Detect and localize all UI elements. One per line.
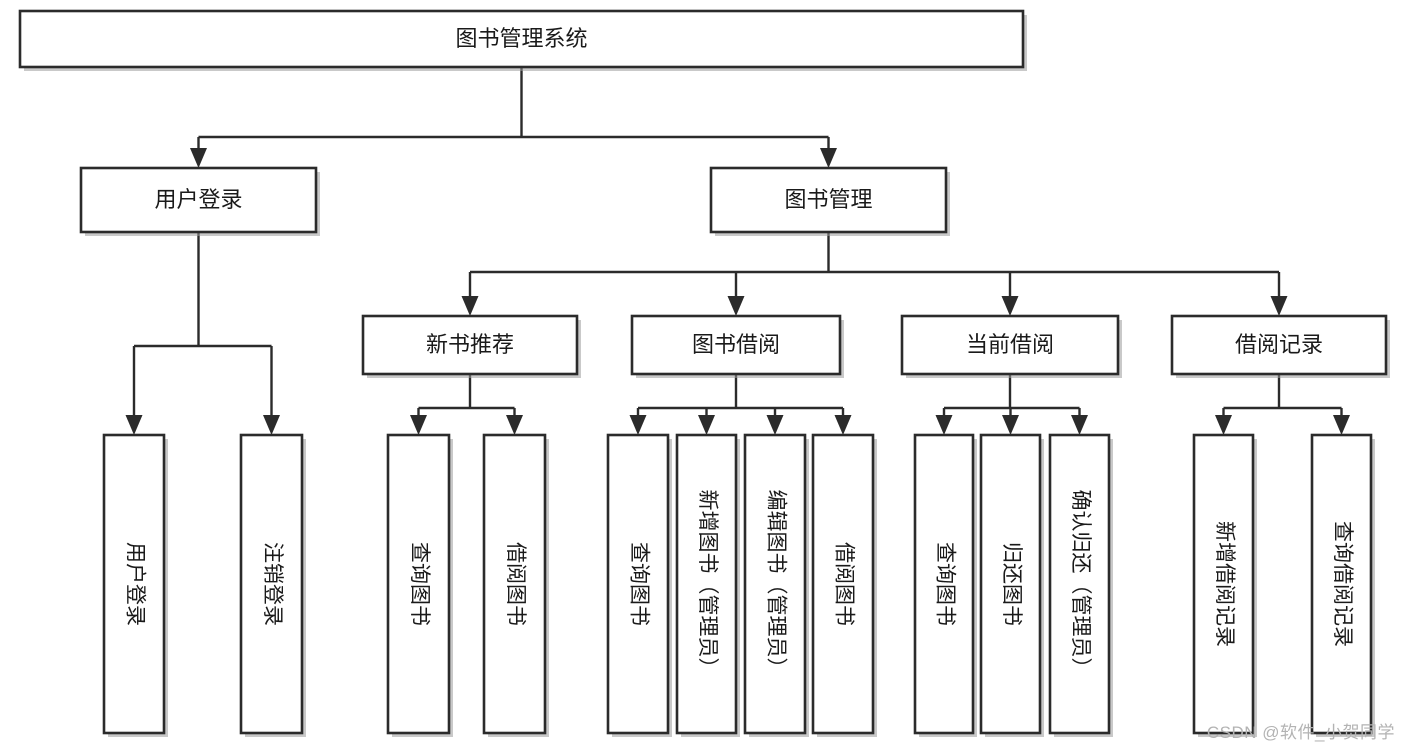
arrow-icon — [1215, 415, 1232, 435]
arrow-icon — [834, 415, 852, 435]
node-leaf-add-record-label: 新增借阅记录 — [1213, 521, 1236, 647]
box-outline — [361, 314, 579, 376]
node-book-manage-label: 图书管理 — [784, 187, 872, 212]
arrow-icon — [1270, 296, 1288, 316]
box-outline — [979, 433, 1042, 735]
arrow-icon — [506, 415, 523, 435]
arrow-icon — [263, 415, 280, 435]
connector-borrowrecord-to-leaves — [1215, 374, 1350, 435]
box-outline — [1192, 433, 1255, 735]
node-leaf-query-book-1[interactable]: 查询图书 — [386, 433, 453, 737]
connector-userlogin-to-leaves — [125, 232, 280, 435]
box-outline — [709, 166, 948, 234]
box-outline — [1310, 433, 1373, 735]
box-outline — [1170, 314, 1388, 376]
node-leaf-confirm-return[interactable]: 确认归还（管理员） — [1048, 433, 1113, 737]
box-outline — [79, 166, 318, 234]
node-borrow-record[interactable]: 借阅记录 — [1170, 314, 1390, 378]
box-outline — [18, 9, 1025, 69]
node-user-login[interactable]: 用户登录 — [79, 166, 320, 236]
box-outline — [675, 433, 738, 735]
node-user-login-label: 用户登录 — [154, 187, 242, 212]
arrow-icon — [820, 148, 837, 168]
node-leaf-add-book[interactable]: 新增图书（管理员） — [675, 433, 740, 737]
node-leaf-logout-label: 注销登录 — [261, 542, 284, 626]
box-outline — [606, 433, 670, 735]
node-leaf-add-record[interactable]: 新增借阅记录 — [1192, 433, 1257, 737]
arrow-icon — [1333, 415, 1350, 435]
node-leaf-edit-book-label: 编辑图书（管理员） — [764, 490, 787, 679]
box-outline — [811, 433, 875, 735]
box-outline — [482, 433, 547, 735]
node-book-manage[interactable]: 图书管理 — [709, 166, 950, 236]
box-outline — [900, 314, 1120, 376]
node-leaf-query-book-2-label: 查询图书 — [627, 542, 650, 626]
node-leaf-confirm-return-label: 确认归还（管理员） — [1069, 490, 1092, 679]
arrow-icon — [698, 415, 715, 435]
box-outline — [913, 433, 975, 735]
node-root-label: 图书管理系统 — [455, 26, 587, 51]
arrow-icon — [1071, 415, 1088, 435]
node-leaf-query-book-1-label: 查询图书 — [408, 542, 431, 626]
watermark-text: CSDN @软件_小贺同学 — [1206, 723, 1395, 742]
box-outline — [102, 433, 166, 735]
node-leaf-borrow-book-2-label: 借阅图书 — [832, 542, 855, 626]
connector-currentborrow-to-leaves — [935, 374, 1088, 435]
node-leaf-edit-book[interactable]: 编辑图书（管理员） — [743, 433, 809, 737]
node-leaf-query-book-3-label: 查询图书 — [933, 542, 956, 626]
node-leaf-return-book-label: 归还图书 — [1000, 542, 1023, 626]
arrow-icon — [766, 415, 784, 435]
node-leaf-query-book-3[interactable]: 查询图书 — [913, 433, 977, 737]
node-leaf-query-book-2[interactable]: 查询图书 — [606, 433, 672, 737]
node-leaf-borrow-book-1[interactable]: 借阅图书 — [482, 433, 549, 737]
connector-root-to-level2 — [190, 67, 837, 168]
arrow-icon — [1002, 415, 1019, 435]
connector-bookmanage-to-level3 — [461, 232, 1288, 316]
node-new-book-rec[interactable]: 新书推荐 — [361, 314, 581, 378]
node-leaf-user-login[interactable]: 用户登录 — [102, 433, 168, 737]
node-new-book-rec-label: 新书推荐 — [426, 332, 514, 357]
node-leaf-borrow-book-2[interactable]: 借阅图书 — [811, 433, 877, 737]
node-root[interactable]: 图书管理系统 — [18, 9, 1027, 71]
arrow-icon — [727, 296, 745, 316]
arrow-icon — [935, 415, 953, 435]
box-outline — [630, 314, 842, 376]
node-leaf-borrow-book-1-label: 借阅图书 — [504, 542, 527, 626]
connector-bookborrow-to-leaves — [629, 374, 852, 435]
connector-newbookrec-to-leaves — [410, 374, 523, 435]
node-leaf-query-record-label: 查询借阅记录 — [1331, 521, 1354, 647]
arrow-icon — [1001, 296, 1019, 316]
box-outline — [386, 433, 451, 735]
box-outline — [743, 433, 807, 735]
node-book-borrow-label: 图书借阅 — [692, 332, 780, 357]
arrow-icon — [629, 415, 647, 435]
arrow-icon — [190, 148, 207, 168]
node-current-borrow-label: 当前借阅 — [966, 332, 1054, 357]
node-borrow-record-label: 借阅记录 — [1235, 332, 1323, 357]
node-current-borrow[interactable]: 当前借阅 — [900, 314, 1122, 378]
arrow-icon — [461, 296, 479, 316]
box-outline — [1048, 433, 1111, 735]
box-outline — [239, 433, 304, 735]
node-book-borrow[interactable]: 图书借阅 — [630, 314, 844, 378]
arrow-icon — [125, 415, 143, 435]
node-leaf-add-book-label: 新增图书（管理员） — [696, 490, 719, 679]
node-leaf-query-record[interactable]: 查询借阅记录 — [1310, 433, 1375, 737]
node-leaf-return-book[interactable]: 归还图书 — [979, 433, 1044, 737]
node-leaf-logout[interactable]: 注销登录 — [239, 433, 306, 737]
arrow-icon — [410, 415, 427, 435]
node-leaf-user-login-label: 用户登录 — [123, 542, 146, 626]
